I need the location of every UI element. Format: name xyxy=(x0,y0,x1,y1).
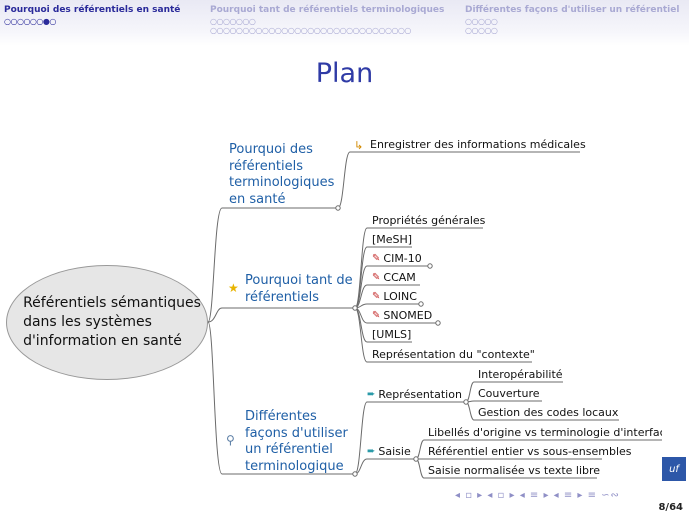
sub-saisie[interactable]: ➨Saisie xyxy=(367,445,411,458)
item-enregistrer[interactable]: Enregistrer des informations médicales xyxy=(370,138,586,151)
nav-section-3[interactable]: Différentes façons d'utiliser un référen… xyxy=(465,5,680,15)
slide-title: Plan xyxy=(315,58,374,89)
pencil-icon: ✎ xyxy=(372,253,381,264)
nav-section-2-progress[interactable]: ○○○○○○○ xyxy=(210,17,256,26)
nav-section-1[interactable]: Pourquoi des référentiels en santé xyxy=(4,5,181,15)
mindmap-root-node[interactable]: Référentiels sémantiques dans les systèm… xyxy=(6,265,208,380)
nav-section-3-progress-row2[interactable]: ○○○○○ xyxy=(465,26,498,35)
arrow-icon: ➨ xyxy=(367,389,376,400)
pencil-icon: ✎ xyxy=(372,291,381,302)
nav-section-3-progress[interactable]: ○○○○○ xyxy=(465,17,498,26)
star-icon: ★ xyxy=(228,281,239,295)
item-loinc[interactable]: ✎LOINC xyxy=(372,290,417,303)
item-representation-contexte[interactable]: Représentation du "contexte" xyxy=(372,348,535,361)
item-cim10[interactable]: ✎CIM-10 xyxy=(372,252,422,265)
item-ccam[interactable]: ✎CCAM xyxy=(372,271,416,284)
arrow-icon: ➨ xyxy=(367,446,376,457)
sub-representation[interactable]: ➨Représentation xyxy=(367,388,462,401)
beamer-navigation-controls[interactable]: ◂ ▫ ▸ ◂ ▫ ▸ ◂ ≡ ▸ ◂ ≡ ▸ ≡ ∽∾ xyxy=(455,490,620,501)
nav-section-2-progress-row2[interactable]: ○○○○○○○○○○○○○○○○○○○○○○○○○○○○○○○ xyxy=(210,26,411,35)
branch-differentes-facons[interactable]: Différentes façons d'utiliser un référen… xyxy=(245,409,348,474)
sub-representation-label: Représentation xyxy=(378,388,462,401)
sub-saisie-label: Saisie xyxy=(378,445,411,458)
item-referentiel-entier[interactable]: Référentiel entier vs sous-ensembles xyxy=(428,445,632,458)
item-snomed[interactable]: ✎SNOMED xyxy=(372,309,432,322)
check-icon: ↳ xyxy=(354,139,364,152)
item-ccam-label: CCAM xyxy=(383,271,416,284)
pencil-icon: ✎ xyxy=(372,272,381,283)
section-navigation: Pourquoi des référentiels en santé ○○○○○… xyxy=(0,0,689,46)
item-couverture[interactable]: Couverture xyxy=(478,387,540,400)
institution-logo: uf xyxy=(662,457,686,481)
item-loinc-label: LOINC xyxy=(383,290,417,303)
pencil-icon: ✎ xyxy=(372,310,381,321)
magnifier-icon: ⚲ xyxy=(226,433,235,447)
item-mesh[interactable]: [MeSH] xyxy=(372,233,413,246)
branch-pourquoi-tant[interactable]: Pourquoi tant de référentiels xyxy=(245,273,353,305)
item-cim10-label: CIM-10 xyxy=(383,252,422,265)
item-gestion-codes[interactable]: Gestion des codes locaux xyxy=(478,406,619,419)
item-proprietes[interactable]: Propriétés générales xyxy=(372,214,486,227)
item-snomed-label: SNOMED xyxy=(383,309,433,322)
branch-pourquoi-des-referentiels[interactable]: Pourquoi des référentiels terminologique… xyxy=(229,142,335,207)
root-label: Référentiels sémantiques dans les systèm… xyxy=(23,295,201,349)
page-number: 8/64 xyxy=(658,502,683,513)
item-saisie-normalisee[interactable]: Saisie normalisée vs texte libre xyxy=(428,464,601,477)
nav-section-1-progress[interactable]: ○○○○○○●○ xyxy=(4,17,56,26)
nav-section-2[interactable]: Pourquoi tant de référentiels terminolog… xyxy=(210,5,445,15)
item-libelles[interactable]: Libellés d'origine vs terminologie d'int… xyxy=(428,426,662,439)
item-interoperabilite[interactable]: Interopérabilité xyxy=(478,368,563,381)
item-umls[interactable]: [UMLS] xyxy=(372,328,412,341)
